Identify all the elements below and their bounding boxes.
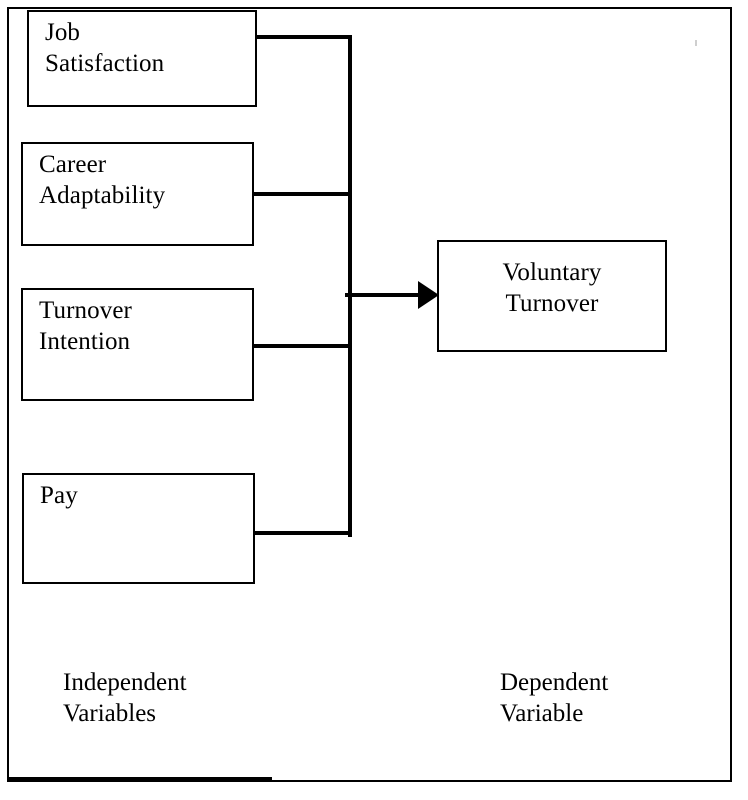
- node-voluntary-turnover[interactable]: Voluntary Turnover: [437, 240, 667, 352]
- arrow-head-icon: [418, 281, 439, 309]
- connector-line-job-satisfaction: [255, 35, 352, 39]
- node-pay-label: Pay: [40, 482, 78, 509]
- connector-line-career-adaptability: [253, 192, 352, 196]
- caption-dependent-variable: Dependent Variable: [500, 669, 609, 727]
- node-turnover-intention[interactable]: Turnover Intention: [21, 288, 254, 401]
- connector-line-turnover-intention: [253, 344, 352, 348]
- figure-border-bottom-accent: [7, 777, 272, 782]
- node-voluntary-turnover-label: Voluntary Turnover: [502, 259, 602, 317]
- scan-artifact-speck: [695, 40, 697, 46]
- figure-border: [7, 7, 732, 782]
- node-pay[interactable]: Pay: [22, 473, 255, 584]
- node-job-satisfaction-label: Job Satisfaction: [45, 19, 165, 77]
- node-turnover-intention-label: Turnover Intention: [39, 297, 132, 355]
- node-job-satisfaction[interactable]: Job Satisfaction: [27, 10, 257, 107]
- connector-line-pay: [253, 531, 352, 535]
- connector-bus-line: [348, 37, 352, 537]
- node-career-adaptability[interactable]: Career Adaptability: [21, 142, 254, 246]
- caption-independent-variables: Independent Variables: [63, 669, 187, 727]
- node-career-adaptability-label: Career Adaptability: [39, 151, 166, 209]
- arrow-shaft: [345, 293, 423, 297]
